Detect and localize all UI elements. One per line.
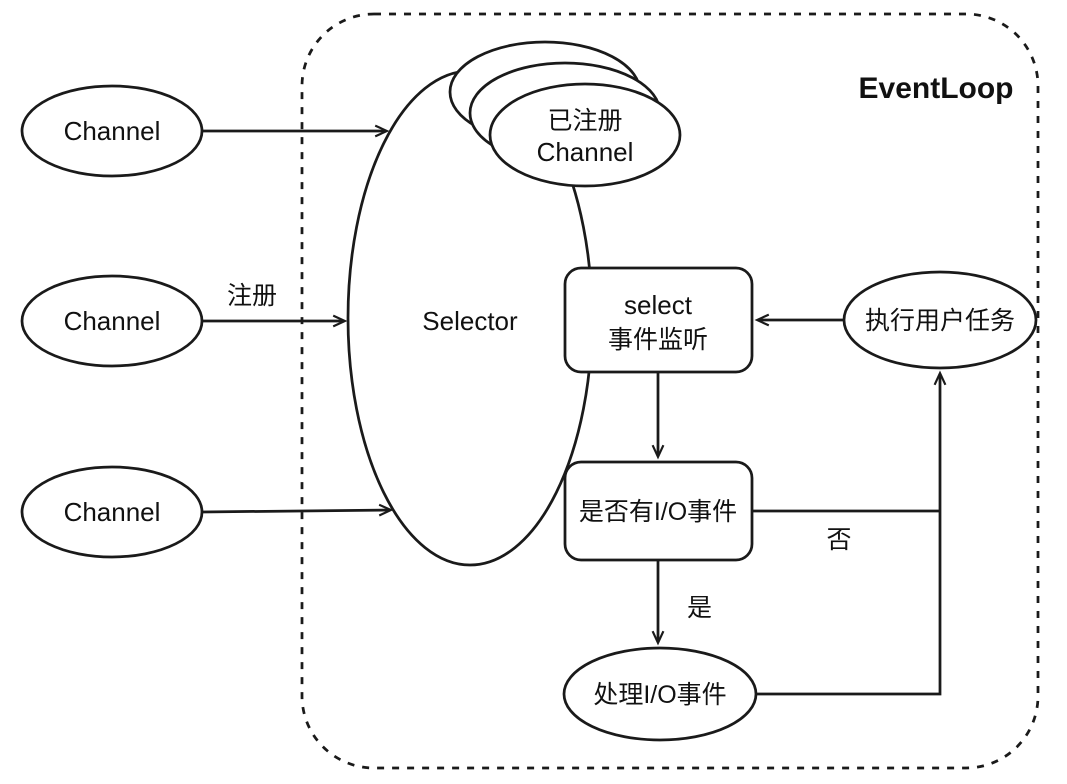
run-user-tasks-label: 执行用户任务 [865, 307, 1015, 335]
run-user-tasks-ellipse [842, 270, 1038, 370]
select-listener-box [563, 266, 754, 374]
arrow-channel-bottom-to-selector [201, 503, 394, 517]
has-io-event-label: 是否有I/O事件 [579, 498, 737, 526]
registered-channel-label-line1: 已注册 [547, 107, 622, 135]
yes-edge-label: 是 [687, 594, 712, 622]
registered-channel-label-line2: Channel [537, 137, 634, 167]
handle-io-event-label: 处理I/O事件 [593, 681, 726, 709]
arrow-handle-io-to-run-user-tasks [756, 370, 947, 696]
no-edge-label: 否 [826, 526, 851, 554]
eventloop-container [300, 12, 1040, 770]
channel-middle-label: Channel [64, 306, 161, 336]
registered-channel-ellipse-front [488, 82, 682, 188]
select-listener-label-line1: select [624, 290, 693, 320]
channel-top-label: Channel [64, 116, 161, 146]
selector-label: Selector [422, 306, 518, 336]
register-edge-label: 注册 [227, 282, 277, 310]
eventloop-title: EventLoop [859, 72, 1014, 105]
select-listener-label-line2: 事件监听 [608, 326, 708, 354]
channel-bottom-label: Channel [64, 497, 161, 527]
